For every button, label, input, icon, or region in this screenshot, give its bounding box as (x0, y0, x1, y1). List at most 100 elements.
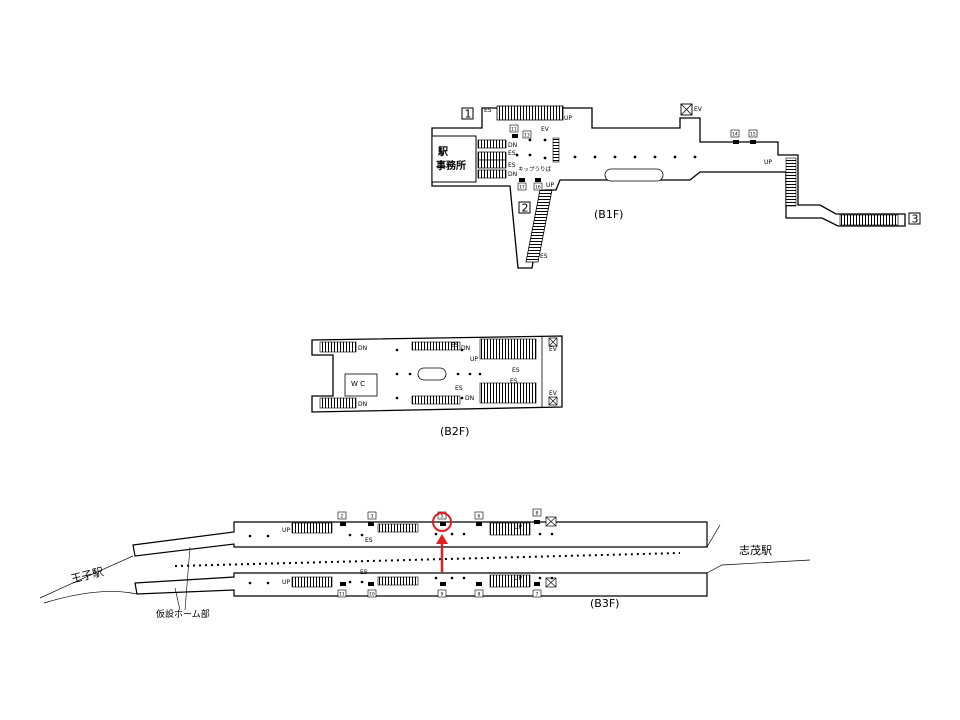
b1f-door-17: 17 (519, 185, 525, 191)
b1f-es-label: ES (484, 107, 492, 114)
station-office-label-2: 事務所 (436, 159, 466, 172)
b2f-wc-label: W C (351, 380, 365, 388)
b3f-floor-label: (B3F) (590, 597, 619, 610)
b1f-door-mark (750, 140, 756, 144)
b3f-stairs-bottom-es (377, 576, 419, 586)
b1f-door-mark (512, 134, 518, 138)
b2f-floor-label: (B2F) (440, 425, 469, 438)
b2f-es-label-2: ES (512, 367, 520, 374)
b3f-es-label-bottom: ES (360, 569, 368, 576)
b2f-stairs-right-1 (479, 338, 537, 360)
b1f-door-14: 14 (732, 132, 738, 138)
b2f-up-label: UP (470, 356, 478, 363)
b1f-door-15: 15 (750, 132, 756, 138)
highlight-circle (432, 512, 452, 532)
b1f-up-label: UP (564, 115, 572, 122)
b3f-door-bottom-1: 11 (339, 592, 345, 598)
exit-1-box (461, 107, 474, 120)
b2f-column-dots (395, 348, 482, 400)
b3f-stairs-bottom-up (291, 576, 333, 588)
b2f-stairs-dn-left-bottom (319, 397, 357, 409)
b2f-inner-oval (417, 367, 447, 381)
b1f-dn-label-1: DN (508, 142, 517, 149)
b1f-column-dots (515, 138, 697, 160)
b1f-door-mark (535, 178, 541, 182)
b3f-track-centre (174, 552, 681, 567)
b3f-es-label-top: ES (365, 537, 373, 544)
b3f-plan: 2 3 5 6 8 11 10 9 8 7 UP ES UP UP ES UP … (39, 508, 811, 620)
exit-2-box (518, 201, 531, 214)
b3f-door-number-boxes (337, 508, 542, 598)
b3f-door-top-4: 6 (478, 514, 481, 520)
b1f-stairs-es-1 (477, 151, 507, 161)
b1f-ev-label: EV (541, 126, 550, 133)
b1f-concourse-outline (431, 107, 906, 269)
b2f-es-label-4: ES (455, 385, 463, 392)
b1f-door-mark (519, 178, 525, 182)
b2f-es-label-1: ES (451, 342, 459, 349)
b1f-es-label-4: ES (540, 253, 548, 260)
highlight-arrow-head (436, 534, 448, 544)
b1f-pillar-oval (604, 168, 664, 182)
exit-2-stairs (525, 189, 553, 263)
b3f-stairs-bottom-right (489, 574, 531, 588)
station-office (431, 135, 477, 183)
b2f-dn-label-4: DN (465, 395, 474, 402)
station-right-label: 志茂駅 (739, 543, 772, 557)
b2f-dn-label-3: DN (461, 345, 470, 352)
exit-2-label: 2 (522, 202, 529, 215)
b3f-up-label-bottom-2: UP (514, 575, 522, 582)
b1f-door-13: 13 (524, 133, 530, 139)
b2f-wc-room (344, 373, 378, 397)
b3f-column-dots (248, 532, 554, 585)
b2f-ev-label-2: EV (549, 390, 558, 397)
b3f-door-marks (340, 520, 540, 586)
b1f-floor-label: (B1F) (594, 208, 623, 221)
b1f-up-label-3: UP (546, 182, 554, 189)
b1f-door-number-boxes (509, 124, 758, 191)
station-office-label-1: 駅 (437, 146, 449, 158)
b3f-track-right-top (706, 524, 721, 548)
ticket-machine-label: キップうりば (518, 165, 552, 173)
b3f-door-bottom-3: 9 (441, 592, 444, 598)
b2f-stairs-es-bottom (411, 395, 461, 405)
b3f-platform-top (132, 521, 708, 557)
b3f-track-right-bottom (706, 559, 811, 574)
exit-3-label: 3 (912, 213, 919, 226)
ticket-gates (552, 137, 560, 163)
b3f-stairs-top-es (377, 523, 419, 533)
b3f-up-label-bottom-1: UP (282, 579, 290, 586)
b1f-door-mark (733, 140, 739, 144)
b3f-door-bottom-4: 8 (478, 592, 481, 598)
b1f-ev-label-2: EV (694, 106, 703, 113)
b3f-stairs-top-up (291, 522, 333, 534)
b3f-door-top-2: 3 (371, 514, 374, 520)
exit-3-stairs-a (785, 157, 797, 207)
b1f-es-label-2: ES (508, 150, 516, 157)
b3f-up-label-top-1: UP (282, 527, 290, 534)
b3f-door-top-3: 5 (441, 514, 444, 520)
b2f-dn-label-2: DN (358, 401, 367, 408)
b1f-es-label-3: ES (508, 162, 516, 169)
b1f-dn-label-2: DN (508, 171, 517, 178)
b1f-door-11: 11 (511, 127, 517, 133)
b1f-stairs-es-2 (477, 159, 507, 169)
b3f-door-top-1: 2 (341, 514, 344, 520)
b3f-up-label-top-2: UP (514, 524, 522, 531)
b2f-plan: DN DN ES DN UP ES ES ES DN EV EV W C (B2… (311, 335, 563, 438)
exit-3-stairs-b (839, 214, 899, 226)
b3f-stairs-top-right (489, 522, 531, 536)
b2f-dn-label-1: DN (358, 345, 367, 352)
b2f-stairs-right-2 (479, 382, 537, 404)
b1f-up-label-2: UP (764, 159, 772, 166)
temp-platform-label: 仮設ホーム部 (156, 608, 210, 620)
b2f-ev-label-1: EV (549, 346, 558, 353)
exit-1-label: 1 (465, 108, 472, 121)
b3f-door-bottom-5: 7 (536, 592, 539, 598)
b3f-door-top-5: 8 (536, 511, 539, 517)
station-left-label: 王子駅 (70, 565, 105, 586)
b3f-track-left-top (39, 555, 134, 599)
exit-3-box (908, 212, 921, 225)
b3f-platform-bottom (134, 572, 708, 597)
